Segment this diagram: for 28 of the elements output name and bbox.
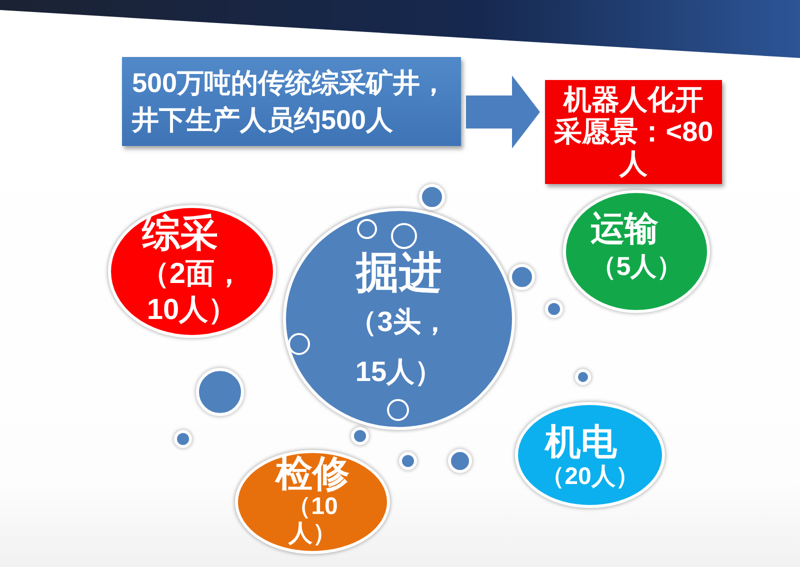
ring-outline [387, 399, 409, 421]
bubble-title: 掘进 [356, 249, 442, 297]
small-circle [419, 184, 445, 210]
bubble-caption: （3头，15人） [348, 305, 450, 389]
box-text: 机器人化开采愿景：<80人 [552, 84, 714, 180]
small-circle [351, 427, 369, 445]
bubble-caption: （10人） [286, 493, 339, 547]
bubble-title: 运输 [590, 210, 658, 248]
block-arrow [466, 76, 540, 148]
small-circle [448, 449, 472, 473]
ring-outline [288, 333, 310, 355]
small-circle [174, 430, 192, 448]
bubble-caption: （2面，10人） [139, 257, 245, 328]
ring-outline [357, 219, 377, 239]
bubble-title: 检修 [276, 455, 350, 493]
small-circle [399, 452, 417, 470]
box-text: 500万吨的传统综采矿井，井下生产人员约500人 [132, 66, 448, 136]
small-circle [545, 300, 563, 318]
bubble-title: 综采 [142, 212, 218, 256]
small-circle [575, 369, 591, 385]
bubble-caption: （5人） [589, 250, 684, 283]
small-circle [196, 368, 244, 416]
bubble-title: 机电 [545, 422, 617, 462]
target-box [545, 80, 722, 184]
info-box [122, 57, 461, 146]
bubble-caption: （20人） [540, 462, 640, 492]
small-circle [509, 264, 535, 290]
ring-outline [391, 223, 417, 249]
